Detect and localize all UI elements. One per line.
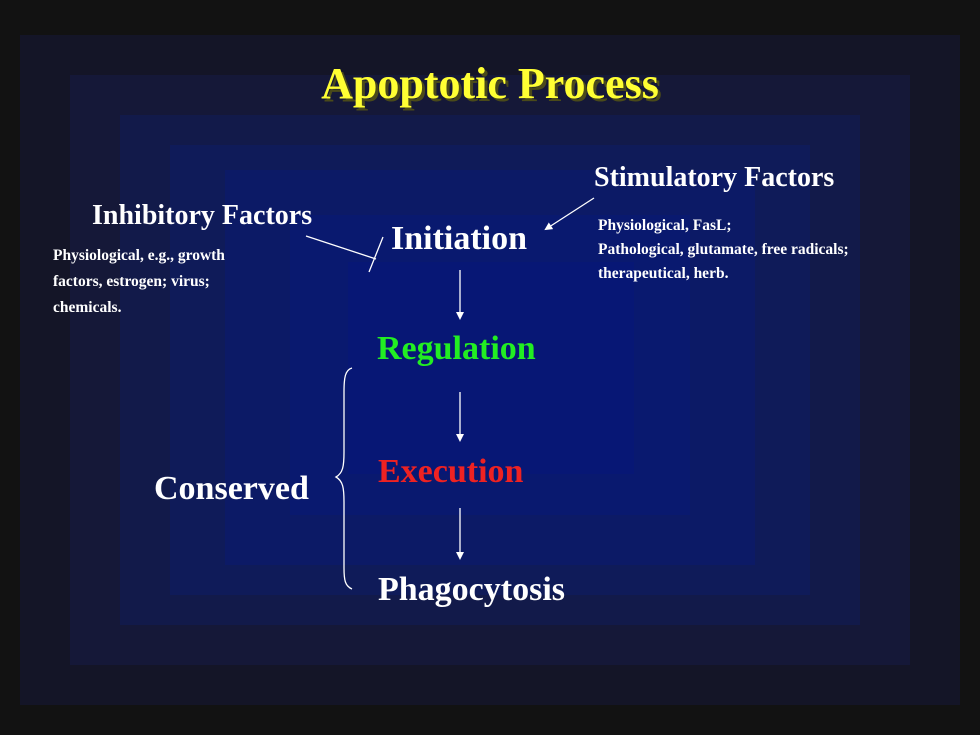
slide-title: Apoptotic Process: [321, 59, 659, 108]
stimulatory-factors-line-2: Pathological, glutamate, free radicals;: [598, 241, 849, 258]
inhibitory-factors-line-3: chemicals.: [53, 299, 122, 316]
stimulatory-arrow: [544, 197, 595, 231]
stimulatory-factors-line-3: therapeutical, herb.: [598, 265, 729, 282]
inhibitory-factors-line-2: factors, estrogen; virus;: [53, 273, 210, 290]
stage-phagocytosis: Phagocytosis: [378, 571, 565, 608]
stage-regulation: Regulation: [377, 330, 536, 367]
inhibitory-line: [305, 235, 377, 260]
conserved-label: Conserved: [154, 470, 309, 507]
inhibitory-factors-heading: Inhibitory Factors: [92, 200, 313, 231]
inhibitory-bar: [368, 236, 384, 273]
stage-execution: Execution: [378, 453, 524, 490]
background-glow: [348, 262, 634, 474]
conserved-brace: [334, 367, 353, 590]
stage-initiation: Initiation: [391, 220, 528, 257]
stimulatory-factors-heading: Stimulatory Factors: [594, 162, 835, 193]
inhibitory-factors-line-1: Physiological, e.g., growth: [53, 247, 225, 264]
stimulatory-factors-line-1: Physiological, FasL;: [598, 217, 732, 234]
